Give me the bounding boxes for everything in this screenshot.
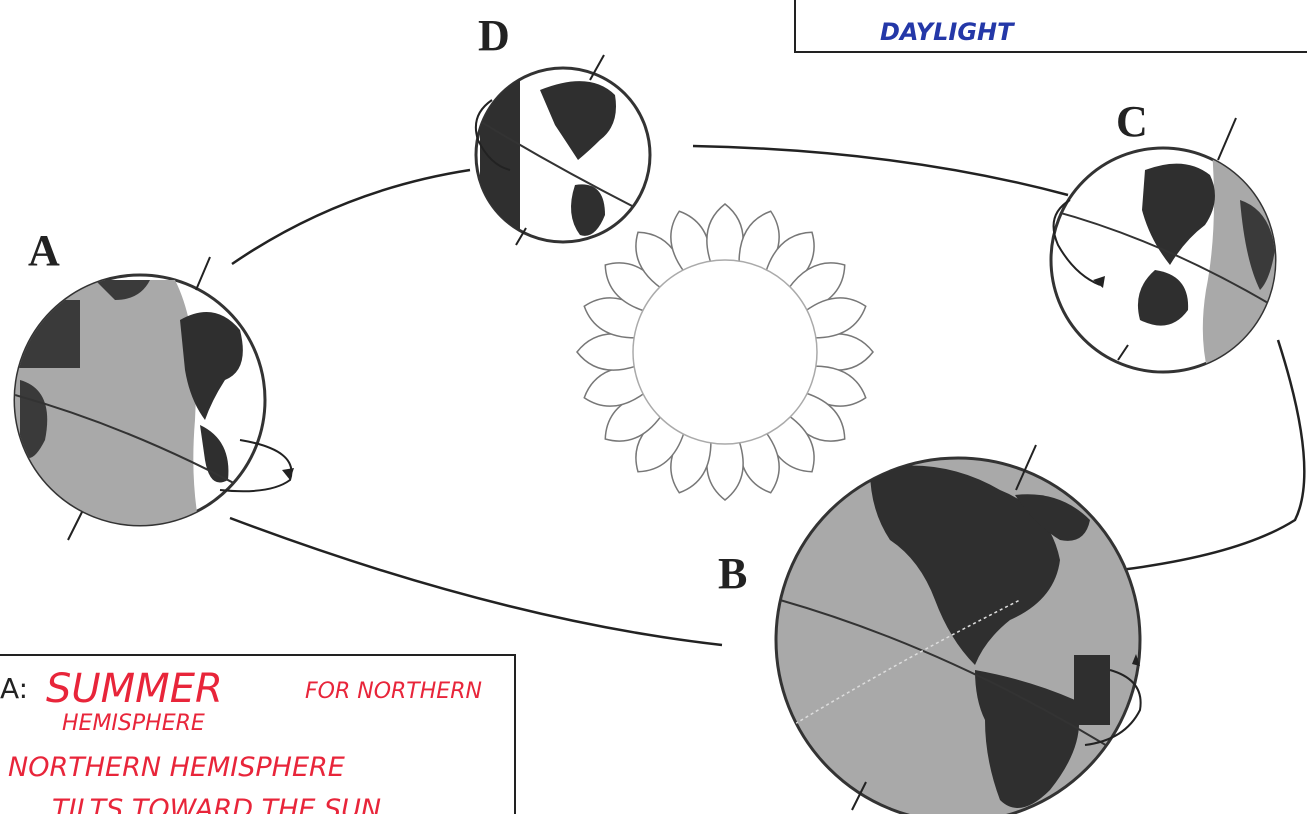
position-label-b: B bbox=[718, 549, 747, 598]
note-season: SUMMER bbox=[46, 666, 223, 712]
sun-ray bbox=[813, 333, 874, 371]
earth-d: D bbox=[474, 11, 652, 246]
position-label-d: D bbox=[478, 11, 510, 60]
sun bbox=[576, 203, 874, 501]
sun-rays bbox=[576, 203, 874, 501]
earth-a: A bbox=[13, 226, 294, 541]
orbit-arc-b-a bbox=[229, 516, 723, 647]
earth-c: C bbox=[1049, 97, 1277, 374]
sun-ray bbox=[706, 440, 744, 501]
earth-b: B bbox=[718, 444, 1142, 814]
note-bottom-left: A: SUMMER FOR NORTHERN HEMISPHERE NORTHE… bbox=[0, 654, 516, 814]
note-line2: HEMISPHERE bbox=[62, 711, 205, 736]
sun-ray bbox=[706, 203, 744, 264]
orbit-arc-d-c bbox=[692, 144, 1069, 197]
orbit-arc-c-b bbox=[1119, 339, 1306, 572]
sun-ray bbox=[804, 297, 867, 339]
note-line4: TILTS TOWARD THE SUN bbox=[52, 794, 381, 814]
note-top-right-line1: DAYLIGHT bbox=[880, 18, 1015, 46]
note-line3: NORTHERN HEMISPHERE bbox=[8, 752, 345, 783]
note-season-rest: FOR NORTHERN bbox=[305, 679, 482, 704]
note-top-right: DAYLIGHT bbox=[794, 0, 1307, 53]
position-label-a: A bbox=[28, 226, 60, 275]
orbit-arc-a-d bbox=[231, 168, 471, 266]
sun-ray bbox=[576, 333, 637, 371]
note-prefix: A: bbox=[0, 672, 28, 705]
orbit-path bbox=[229, 144, 1306, 647]
sun-disc bbox=[632, 259, 818, 445]
position-label-c: C bbox=[1116, 97, 1148, 146]
